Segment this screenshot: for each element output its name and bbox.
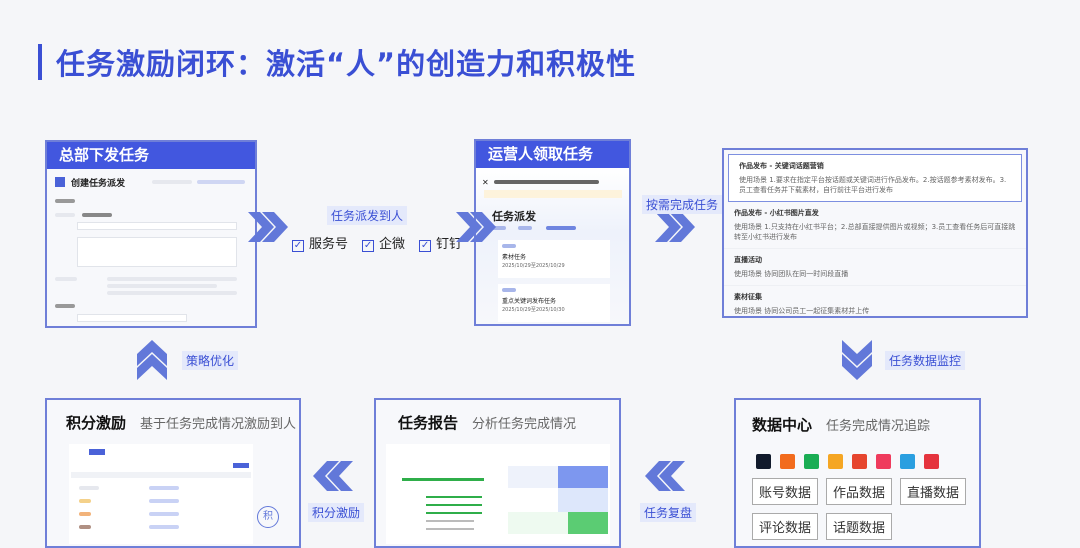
channel-checkbox: ✓企微 — [362, 237, 406, 252]
monitor-label: 任务数据监控 — [885, 351, 966, 370]
form-icon — [55, 177, 65, 187]
task-option: 作品发布 - 关键词话题营销使用场景 1.要求在指定平台按话题或关键词进行作品发… — [728, 154, 1022, 202]
chevron-down-icon — [842, 340, 872, 380]
panel-header: 运营人领取任务 — [476, 141, 629, 168]
data-center-panel: 数据中心任务完成情况追踪 账号数据作品数据直播数据 评论数据话题数据 — [734, 398, 981, 548]
task-option: 作品发布 - 小红书图片直发使用场景 1.只支持在小红书平台；2.总部直接提供图… — [724, 202, 1026, 249]
dianping-icon — [924, 454, 939, 469]
data-tags: 账号数据作品数据直播数据 评论数据话题数据 — [752, 478, 979, 546]
channel-checkbox: ✓服务号 — [292, 237, 349, 252]
chevron-up-icon — [137, 340, 167, 380]
task-page-title: 任务派发 — [492, 210, 536, 223]
option-title: 作品发布 - 小红书图片直发 — [734, 209, 819, 217]
close-icon: ✕ — [482, 178, 489, 187]
chevron-right-icon — [248, 212, 288, 242]
complete-label: 按需完成任务 — [642, 195, 723, 214]
task-name: 重点关键词发布任务 — [502, 298, 557, 305]
panel-title: 任务报告 — [398, 414, 459, 432]
wechat-channels-icon — [804, 454, 819, 469]
chevron-right-icon — [456, 212, 496, 242]
option-title: 作品发布 - 关键词话题营销 — [739, 162, 824, 170]
task-option: 素材征集使用场景 协同公司员工一起征集素材并上传 — [724, 286, 1026, 316]
panel-title: 数据中心 — [752, 416, 813, 434]
option-desc: 使用场景 协同公司员工一起征集素材并上传 — [734, 307, 870, 315]
option-desc: 使用场景 1.要求在指定平台按话题或关键词进行作品发布。2.按话题参考素材发布。… — [739, 176, 1007, 194]
chevron-right-icon — [655, 212, 695, 242]
page-title: 任务激励闭环：激活“人”的创造力和积极性 — [38, 42, 636, 82]
reward-label: 积分激励 — [308, 503, 365, 522]
hq-dispatch-panel: 总部下发任务 创建任务派发 — [45, 140, 257, 328]
data-tag: 直播数据 — [900, 478, 967, 505]
task-date: 2025/10/29至2025/10/29 — [502, 263, 565, 269]
form-title: 创建任务派发 — [71, 179, 126, 189]
review-label: 任务复盘 — [640, 503, 697, 522]
panel-subtitle: 基于任务完成情况激励到人 — [140, 417, 297, 432]
check-icon: ✓ — [362, 240, 375, 252]
data-tag: 账号数据 — [752, 478, 819, 505]
dispatch-label: 任务派发到人 — [327, 206, 408, 225]
task-report-panel: 任务报告分析任务完成情况 — [374, 398, 621, 548]
operator-claim-panel: 运营人领取任务 ✕ 任务派发 素材任务 2025/10/29至2025/10/29… — [474, 139, 631, 326]
meituan-icon — [828, 454, 843, 469]
option-desc: 使用场景 1.只支持在小红书平台；2.总部直接提供图片或视频；3.员工查看任务后… — [734, 223, 1016, 241]
task-date: 2025/10/29至2025/10/30 — [502, 307, 565, 313]
task-name: 素材任务 — [502, 254, 527, 261]
data-tag: 话题数据 — [826, 513, 893, 540]
option-title: 素材征集 — [734, 293, 762, 301]
option-title: 直播活动 — [734, 256, 762, 264]
weibo-icon — [852, 454, 867, 469]
option-desc: 使用场景 协同团队在同一时间段直播 — [734, 270, 849, 278]
title-text: 任务激励闭环：激活“人”的创造力和积极性 — [56, 47, 637, 81]
xiaohongshu-icon — [876, 454, 891, 469]
panel-subtitle: 任务完成情况追踪 — [826, 419, 931, 434]
douyin-icon — [756, 454, 771, 469]
kuaishou-icon — [780, 454, 795, 469]
check-icon: ✓ — [292, 240, 304, 252]
check-icon: ✓ — [419, 240, 432, 252]
task-option: 直播活动使用场景 协同团队在同一时间段直播 — [724, 249, 1026, 286]
chevron-left-icon — [313, 461, 353, 491]
bilibili-icon — [900, 454, 915, 469]
panel-subtitle: 分析任务完成情况 — [472, 417, 577, 432]
data-tag: 作品数据 — [826, 478, 893, 505]
report-preview — [386, 444, 610, 544]
points-incentive-panel: 积分激励基于任务完成情况激励到人 积 — [45, 398, 301, 548]
task-type-panel: 作品发布 - 关键词话题营销使用场景 1.要求在指定平台按话题或关键词进行作品发… — [722, 148, 1028, 318]
title-accent-bar — [38, 44, 42, 80]
platform-icons — [756, 454, 979, 469]
optimize-label: 策略优化 — [182, 351, 239, 370]
panel-header: 总部下发任务 — [47, 142, 255, 169]
chevron-left-icon — [645, 461, 685, 491]
panel-title: 积分激励 — [66, 414, 127, 432]
points-table-preview — [69, 444, 253, 544]
channel-list: ✓服务号 ✓企微 ✓钉钉 — [292, 233, 476, 252]
points-coin-icon: 积 — [257, 506, 279, 528]
data-tag: 评论数据 — [752, 513, 819, 540]
channel-checkbox: ✓钉钉 — [419, 237, 463, 252]
